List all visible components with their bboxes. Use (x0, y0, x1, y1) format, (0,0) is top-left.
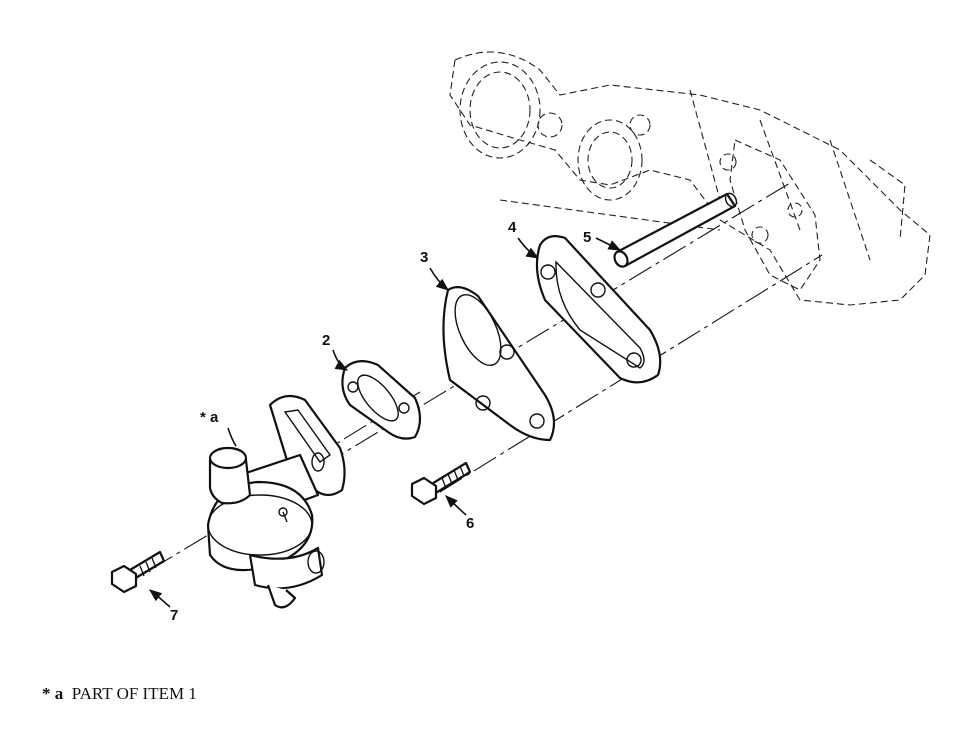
svg-text:2: 2 (322, 332, 330, 349)
engine-block-phantom (449, 51, 931, 306)
callout-7: 7 (149, 589, 178, 624)
part-6-cap-screw (410, 461, 472, 506)
svg-text:5: 5 (583, 229, 591, 246)
svg-text:* a: * a (200, 409, 219, 426)
callout-4: 4 (508, 219, 540, 259)
footnote: * a PART OF ITEM 1 (42, 684, 197, 704)
svg-text:4: 4 (508, 219, 517, 236)
callout-2: 2 (322, 332, 349, 371)
callout-6: 6 (445, 495, 474, 532)
svg-text:6: 6 (466, 515, 474, 532)
part-4-mounting-plate-gasket (535, 235, 662, 384)
svg-text:3: 3 (420, 249, 428, 266)
callout-5: 5 (583, 229, 622, 251)
footnote-text: PART OF ITEM 1 (71, 684, 197, 703)
part-2-pump-gasket (341, 360, 422, 440)
part-1-fuel-pump (206, 394, 346, 609)
part-5-pushrod (613, 192, 738, 268)
callout-3: 3 (420, 249, 449, 291)
callout-a: * a (200, 409, 237, 447)
footnote-marker: * a (42, 684, 64, 703)
part-3-mounting-plate (442, 285, 556, 442)
svg-text:7: 7 (170, 607, 178, 624)
part-7-cap-screw (110, 550, 166, 594)
